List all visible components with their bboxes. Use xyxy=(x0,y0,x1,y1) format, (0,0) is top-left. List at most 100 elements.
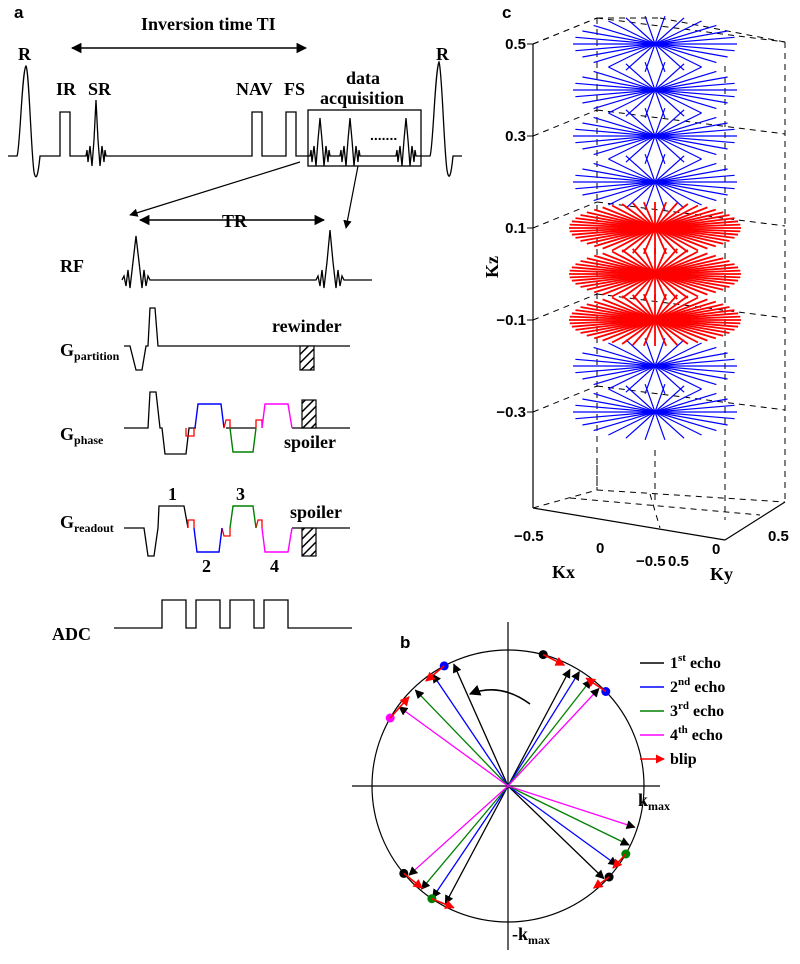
neg-kmax-label: -kmax xyxy=(512,924,550,947)
kz-spoke xyxy=(644,411,656,441)
kz-spoke xyxy=(582,398,656,413)
ecg-sequence-line xyxy=(8,60,462,178)
blip-3 xyxy=(585,677,607,693)
kz-spoke xyxy=(654,227,689,253)
floor-front-y xyxy=(724,501,786,541)
kz-spoke xyxy=(593,70,656,91)
kz-spoke xyxy=(642,319,656,347)
kz-spoke xyxy=(654,181,666,211)
kz-spoke xyxy=(654,385,685,413)
kz-spoke xyxy=(654,89,735,98)
spoke-16 xyxy=(507,785,636,829)
kz-spoke xyxy=(602,206,656,229)
kz-spoke xyxy=(625,43,656,71)
kz-spoke xyxy=(582,181,656,196)
g-readout-label: Greadout xyxy=(60,512,114,535)
data-acquisition-box xyxy=(307,109,422,167)
kz-spoke xyxy=(621,227,656,253)
g-partition-main: G xyxy=(60,340,74,360)
kz-spoke xyxy=(593,411,656,432)
kz-spoke xyxy=(582,76,656,91)
kz-spoke xyxy=(654,181,685,209)
legend-item-2: 2nd echo xyxy=(670,676,725,696)
kz-spoke xyxy=(654,66,702,91)
kz-spoke xyxy=(654,293,668,321)
ky-tick-labels: −0.500.5 xyxy=(636,528,789,570)
legend-num-4: 4 xyxy=(670,727,678,744)
kx-tick-1: 0 xyxy=(596,540,604,557)
kz-spoke xyxy=(608,181,656,206)
fs-label: FS xyxy=(284,79,305,99)
kz-spoke xyxy=(593,346,656,367)
kz-spoke xyxy=(575,36,656,45)
kz-spoke xyxy=(582,135,656,150)
panel-c-label: c xyxy=(502,3,511,22)
kz-spoke xyxy=(654,247,668,275)
kz-spoke xyxy=(644,337,656,367)
spoke-11 xyxy=(420,785,509,890)
grid-back-3 xyxy=(596,293,786,319)
r-wave-left-label: R xyxy=(18,44,32,64)
kz-spoke xyxy=(654,319,689,345)
kz-spoke xyxy=(654,153,666,183)
kz-spoke xyxy=(654,315,741,321)
g-readout-green-lobe xyxy=(229,505,257,529)
kz-spoke xyxy=(654,411,702,436)
spoke-3 xyxy=(507,679,592,787)
kx-axis-label: Kx xyxy=(552,562,575,582)
kz-spoke xyxy=(654,319,678,346)
legend-num-3: 3 xyxy=(670,703,678,720)
spoke-13 xyxy=(507,785,605,880)
kz-spoke xyxy=(575,82,656,91)
kz-spoke xyxy=(593,116,656,137)
spoke-2 xyxy=(507,671,580,787)
kz-spoke xyxy=(654,358,735,367)
spoke-7 xyxy=(414,689,509,787)
blip-7 xyxy=(592,876,610,889)
g-phase-sub: phase xyxy=(74,433,104,447)
spoke-4 xyxy=(507,687,600,787)
kz-spoke xyxy=(608,365,656,390)
rf-label: RF xyxy=(60,256,84,276)
zoom-line-right xyxy=(343,165,359,229)
kz-spoke xyxy=(582,168,656,183)
g-phase-label: Gphase xyxy=(60,424,104,447)
kz-plane-5 xyxy=(573,337,737,395)
kz-spoke xyxy=(654,174,735,183)
kz-spoke xyxy=(654,135,717,156)
g-readout-blue-lobe xyxy=(193,527,223,553)
kz-spoke xyxy=(654,227,668,255)
kz-spoke xyxy=(654,339,685,367)
kz-spoke xyxy=(625,109,656,137)
kz-spoke xyxy=(654,63,685,91)
legend-word-4: echo xyxy=(688,727,723,744)
g-phase-main: G xyxy=(60,424,74,444)
kz-spoke xyxy=(625,181,656,209)
kz-spoke xyxy=(611,296,656,321)
panel-a: a Inversion time TI R R IR SR NAV FS dat… xyxy=(8,3,462,644)
kz-spoke xyxy=(575,135,656,144)
grid-back-0 xyxy=(596,17,786,43)
kz-plane-7 xyxy=(569,201,741,255)
kz-spoke xyxy=(654,36,735,45)
echo-2-label: 2 xyxy=(202,556,211,576)
kz-spoke xyxy=(654,24,717,45)
g-readout-sub: readout xyxy=(74,521,114,535)
kz-spoke xyxy=(642,273,656,301)
legend-item-5: blip xyxy=(670,751,697,768)
kx-tick-labels: −0.500.5 xyxy=(514,528,689,570)
radial-spokes xyxy=(385,650,636,909)
floor-front-x xyxy=(532,507,726,541)
kz-spoke xyxy=(654,15,666,45)
kx-tick-2: 0.5 xyxy=(668,553,689,570)
g-phase-magenta-lobe xyxy=(261,403,293,429)
kz-spoke xyxy=(602,252,656,275)
panel-a-label: a xyxy=(14,3,24,22)
kz-spoke xyxy=(654,43,717,64)
kz-tick-0: 0.5 xyxy=(505,36,526,53)
kz-spoke xyxy=(654,116,717,137)
kz-spoke xyxy=(608,158,656,183)
kz-spoke xyxy=(654,411,685,439)
kz-spoke xyxy=(654,135,728,150)
